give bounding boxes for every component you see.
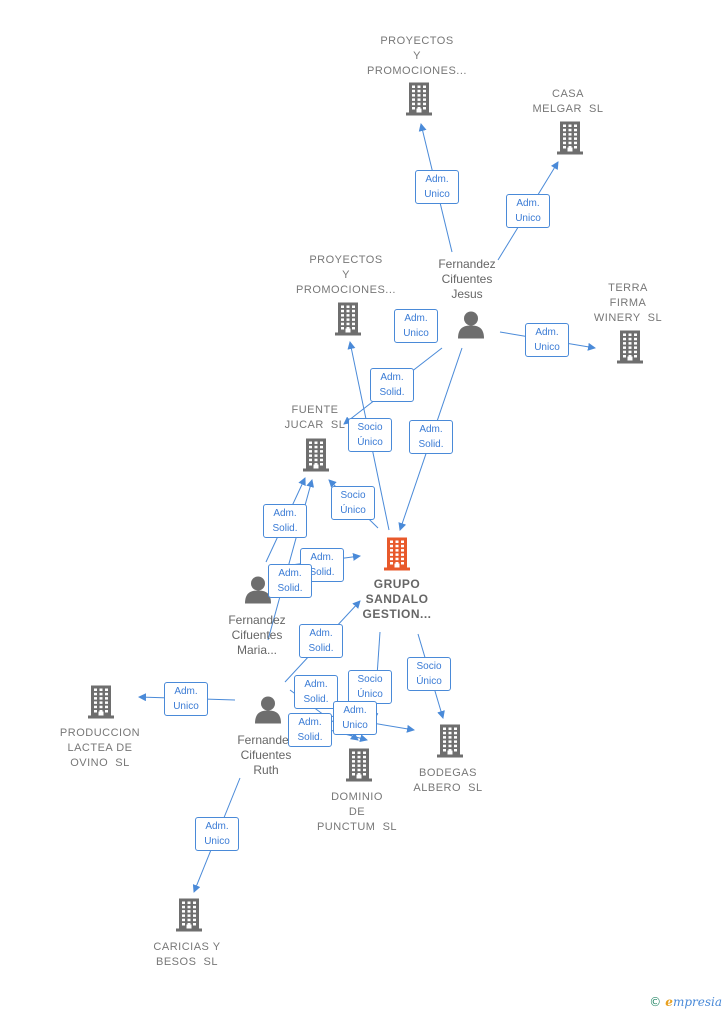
company-label-fuente-jucar[interactable]: FUENTE JUCAR SL bbox=[284, 404, 346, 431]
edge-label-line: Adm. bbox=[278, 568, 302, 579]
company-label-proyectos-top[interactable]: PROYECTOS Y PROMOCIONES... bbox=[367, 35, 467, 77]
edge-label-e17[interactable]: Adm. Unico bbox=[333, 701, 377, 735]
company-label-casa-melgar[interactable]: CASA MELGAR SL bbox=[532, 88, 604, 115]
edge-label-e11[interactable]: Adm. Solid. bbox=[268, 564, 312, 598]
dominio-punctum-building-icon[interactable] bbox=[344, 748, 374, 787]
edge-label-e12[interactable]: Adm. Solid. bbox=[299, 624, 343, 658]
edge-label-line: Único bbox=[357, 689, 383, 700]
edge-label-line: Solid. bbox=[297, 732, 323, 743]
person-maria-icon[interactable] bbox=[243, 575, 273, 610]
edge-label-e16[interactable]: Adm. Solid. bbox=[294, 675, 338, 709]
edge-label-line: Solid. bbox=[277, 583, 303, 594]
edge-label-line: Solid. bbox=[308, 643, 334, 654]
edge-label-line: Unico bbox=[204, 836, 230, 847]
caricias-besos-building-icon[interactable] bbox=[174, 898, 204, 937]
edge-label-line: Unico bbox=[403, 328, 429, 339]
edge-label-e18[interactable]: Adm. Solid. bbox=[288, 713, 332, 747]
edge-label-line: Unico bbox=[173, 701, 199, 712]
company-label-grupo-sandalo[interactable]: GRUPO SANDALO GESTION... bbox=[362, 577, 432, 621]
edge-label-line: Unico bbox=[534, 342, 560, 353]
edge-label-line: Unico bbox=[424, 189, 450, 200]
edge-label-line: Solid. bbox=[309, 567, 335, 578]
company-label-caricias-besos[interactable]: CARICIAS Y BESOS SL bbox=[153, 941, 221, 968]
company-label-produccion-lactea[interactable]: PRODUCCION LACTEA DE OVINO SL bbox=[59, 727, 141, 769]
person-label-jesus[interactable]: Fernandez Cifuentes Jesus bbox=[438, 257, 496, 301]
bodegas-albero-building-icon[interactable] bbox=[435, 724, 465, 763]
edge-label-line: Único bbox=[416, 676, 442, 687]
edge-label-line: Socio bbox=[340, 490, 366, 501]
terra-firma-building-icon[interactable] bbox=[615, 330, 645, 369]
brand-logo-text: mpresia bbox=[672, 995, 722, 1009]
fuente-jucar-building-icon[interactable] bbox=[301, 438, 331, 477]
edge-label-line: Adm. bbox=[343, 705, 367, 716]
edge-label-line: Único bbox=[340, 505, 366, 516]
edge-label-e3[interactable]: Adm. Unico bbox=[525, 323, 569, 357]
edge-label-line: Único bbox=[357, 437, 383, 448]
produccion-lactea-building-icon[interactable] bbox=[86, 685, 116, 724]
edge-label-line: Adm. bbox=[174, 686, 198, 697]
edge-label-line: Socio bbox=[416, 661, 442, 672]
person-jesus-icon[interactable] bbox=[456, 310, 486, 345]
edge-label-e19[interactable]: Adm. Unico bbox=[195, 817, 239, 851]
edge-label-line: Adm. bbox=[298, 717, 322, 728]
casa-melgar-building-icon[interactable] bbox=[555, 121, 585, 160]
edge-label-e13[interactable]: Adm. Unico bbox=[164, 682, 208, 716]
edge-label-line: Adm. bbox=[516, 198, 540, 209]
footer-brand: ©empresia bbox=[649, 995, 722, 1009]
brand-logo-e: e bbox=[665, 995, 673, 1009]
edge-label-line: Unico bbox=[342, 720, 368, 731]
proyectos-mid-building-icon[interactable] bbox=[333, 302, 363, 341]
company-label-terra-firma[interactable]: TERRA FIRMA WINERY SL bbox=[593, 282, 663, 324]
edge-label-line: Adm. bbox=[419, 424, 443, 435]
copyright-symbol: © bbox=[649, 995, 662, 1009]
edge-label-line: Adm. bbox=[304, 679, 328, 690]
edge-label-line: Socio bbox=[357, 422, 383, 433]
edge-label-line: Adm. bbox=[310, 552, 334, 563]
edge-label-line: Unico bbox=[515, 213, 541, 224]
edge-label-line: Adm. bbox=[309, 628, 333, 639]
edge-label-e9[interactable]: Adm. Solid. bbox=[263, 504, 307, 538]
edge-label-line: Solid. bbox=[379, 387, 405, 398]
proyectos-top-building-icon[interactable] bbox=[404, 82, 434, 121]
edge-label-e4[interactable]: Adm. Unico bbox=[394, 309, 438, 343]
edge-label-line: Adm. bbox=[535, 327, 559, 338]
edge-label-e5[interactable]: Adm. Solid. bbox=[370, 368, 414, 402]
edge-label-line: Adm. bbox=[273, 508, 297, 519]
grupo-sandalo-building-icon[interactable] bbox=[382, 537, 412, 576]
edge-label-line: Solid. bbox=[303, 694, 329, 705]
edge-label-line: Adm. bbox=[425, 174, 449, 185]
person-ruth-icon[interactable] bbox=[253, 695, 283, 730]
edge-label-e1[interactable]: Adm. Unico bbox=[415, 170, 459, 204]
person-label-ruth[interactable]: Fernandez Cifuentes Ruth bbox=[237, 733, 295, 777]
edge-label-line: Solid. bbox=[418, 439, 444, 450]
company-label-bodegas-albero[interactable]: BODEGAS ALBERO SL bbox=[413, 767, 483, 794]
edge-label-line: Solid. bbox=[272, 523, 298, 534]
person-label-maria[interactable]: Fernandez Cifuentes Maria... bbox=[228, 613, 286, 657]
company-label-proyectos-mid[interactable]: PROYECTOS Y PROMOCIONES... bbox=[296, 254, 396, 296]
company-label-dominio-punctum[interactable]: DOMINIO DE PUNCTUM SL bbox=[316, 791, 398, 833]
edge-label-line: Socio bbox=[357, 674, 383, 685]
edge-label-e2[interactable]: Adm. Unico bbox=[506, 194, 550, 228]
edge-label-line: Adm. bbox=[404, 313, 428, 324]
edge-label-e6[interactable]: Adm. Solid. bbox=[409, 420, 453, 454]
edge-label-line: Adm. bbox=[205, 821, 229, 832]
edge-label-line: Adm. bbox=[380, 372, 404, 383]
